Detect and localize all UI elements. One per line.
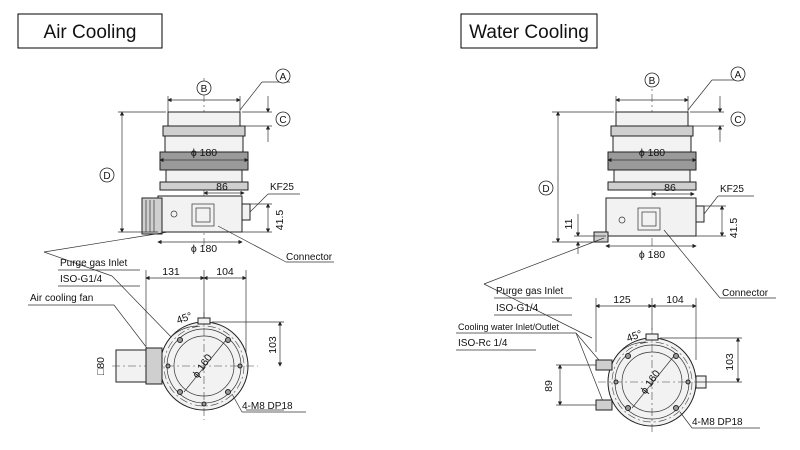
water-cooling-panel: Water Cooling B A (456, 13, 776, 434)
water-callout-a (730, 66, 746, 82)
air-title-box (17, 13, 163, 49)
air-side-view: B A C ϕ 180 D 86 (99, 68, 300, 255)
air-dim-41-5: 41.5 (274, 210, 286, 231)
water-top-view: 125 104 ϕ 160 45° 103 (543, 294, 760, 434)
water-fitting (593, 231, 609, 243)
water-dim-103: 103 (724, 353, 736, 371)
air-label-purge-gas: Purge gas Inlet (60, 258, 127, 269)
water-label-cooling-water: Cooling water Inlet/Outlet (458, 322, 560, 332)
air-callout-c (275, 111, 291, 127)
water-label-a: A (735, 70, 742, 81)
water-label-c: C (734, 115, 741, 126)
water-label-kf25: KF25 (720, 184, 744, 195)
air-dim-103: 103 (267, 336, 279, 354)
water-label-iso-g14: ISO-G1/4 (496, 303, 539, 314)
air-fan-top (145, 347, 163, 385)
water-label-iso-rc14: ISO-Rc 1/4 (458, 338, 508, 349)
air-callout-b (196, 80, 212, 96)
water-outlet-fitting (595, 399, 613, 411)
air-title: Air Cooling (44, 22, 137, 43)
water-label-purge-gas: Purge gas Inlet (496, 286, 563, 297)
water-dim-11: 11 (563, 218, 575, 229)
water-dim-89: 89 (543, 380, 555, 392)
water-dim-125: 125 (613, 294, 631, 306)
water-title-box (460, 13, 598, 49)
water-dim-phi180-top: ϕ 180 (639, 147, 665, 159)
air-kf25-port (241, 203, 251, 221)
air-label-connector: Connector (286, 252, 333, 263)
water-label-bolt-spec: 4-M8 DP18 (692, 417, 743, 428)
water-dim-angle45: 45° (625, 328, 644, 345)
air-label-b: B (201, 84, 208, 95)
air-label-bolt-spec: 4-M8 DP18 (242, 401, 293, 412)
air-callout-d (99, 167, 115, 183)
air-cooling-panel: Air Cooling (17, 13, 334, 420)
air-label-kf25: KF25 (270, 182, 294, 193)
air-dim-phi180-bottom: ϕ 180 (191, 243, 217, 255)
air-base-housing (157, 195, 243, 233)
water-label-b: B (649, 76, 656, 87)
air-callout-a (275, 68, 291, 84)
air-dim-131: 131 (162, 266, 180, 278)
air-top-flange (167, 111, 241, 127)
water-dim-41-5: 41.5 (728, 218, 740, 239)
air-label-d: D (103, 171, 110, 182)
air-top-view: 131 104 ϕ 160 □80 45° (95, 266, 306, 420)
air-dim-86: 86 (216, 181, 228, 193)
water-dim-phi180-bottom: ϕ 180 (639, 249, 665, 261)
air-label-cooling-fan: Air cooling fan (30, 293, 93, 304)
water-side-view: B A C ϕ 180 D 11 (538, 66, 754, 261)
air-dim-angle45: 45° (175, 310, 194, 327)
water-callout-c (730, 111, 746, 127)
water-kf25-port (695, 205, 705, 223)
water-callout-b (644, 72, 660, 88)
air-dim-sq80: □80 (95, 357, 107, 375)
air-label-iso-g14: ISO-G1/4 (60, 274, 103, 285)
air-label-a: A (280, 72, 287, 83)
air-dim-104: 104 (216, 266, 234, 278)
water-callout-d (538, 180, 554, 196)
water-title: Water Cooling (469, 22, 589, 43)
water-label-d: D (542, 184, 549, 195)
water-dim-104: 104 (666, 294, 684, 306)
water-top-flange (615, 111, 689, 127)
air-dim-phi180-top: ϕ 180 (191, 147, 217, 159)
water-label-connector: Connector (722, 288, 769, 299)
water-dim-86: 86 (664, 182, 676, 194)
water-inlet-fitting (595, 359, 613, 371)
air-cooling-fan-side (141, 197, 163, 235)
air-label-c: C (279, 115, 286, 126)
